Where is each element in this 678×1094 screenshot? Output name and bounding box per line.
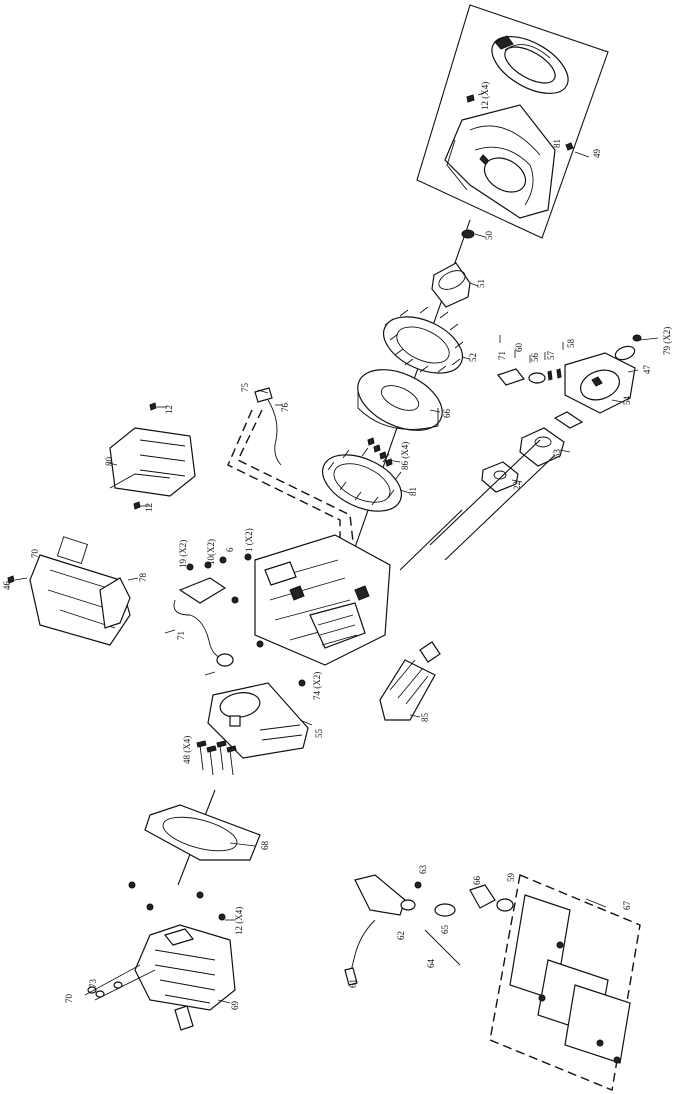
label-65: 65 <box>440 925 450 935</box>
label-66b: 66 <box>472 876 482 886</box>
label-85: 85 <box>420 713 430 723</box>
label-86: 86 (X4) <box>400 442 410 470</box>
label-80: 80 <box>104 457 114 467</box>
label-81b: 81 <box>408 487 418 496</box>
part-51-cup <box>431 262 471 308</box>
label-79: 79 (X2) <box>662 327 672 355</box>
label-53: 53 <box>552 449 562 459</box>
label-71b: 71 <box>176 631 186 640</box>
dashed-route-76 <box>237 409 356 561</box>
label-55: 55 <box>314 729 324 739</box>
part-68-gasket <box>144 804 261 861</box>
screws-12-lower <box>128 881 226 921</box>
part-86-flywheel <box>357 369 443 431</box>
label-57: 57 <box>546 351 556 361</box>
label-19: 19 (X2) <box>178 540 188 568</box>
label-56: 56 <box>530 353 540 363</box>
blower-housing <box>444 104 556 219</box>
group-box-shroud <box>416 4 609 239</box>
label-70b: 70 <box>64 994 74 1004</box>
label-68: 68 <box>260 841 270 851</box>
label-59: 59 <box>506 873 516 883</box>
label-78: 78 <box>138 573 148 583</box>
engine-block <box>254 534 391 666</box>
intake-axis-3 <box>399 509 463 571</box>
label-54: 54 <box>622 396 632 406</box>
part-52-fan <box>383 306 464 374</box>
label-12-upper: 12 <box>164 405 174 414</box>
part-81-ring <box>322 447 402 512</box>
label-22: 22 <box>512 481 522 490</box>
label-75: 75 <box>240 383 250 393</box>
label-47: 47 <box>642 365 652 375</box>
label-60: 60 <box>514 343 524 353</box>
part-53-gasket <box>519 411 584 467</box>
part-75-cable <box>254 387 282 466</box>
recoil-starter <box>491 35 569 94</box>
label-12-x4-lower: 12 (X4) <box>234 907 244 935</box>
label-67: 67 <box>622 901 632 911</box>
screw-12-top <box>466 94 475 103</box>
label-12-x4-top: 12 (X4) <box>480 82 490 110</box>
leader-lines <box>14 91 659 1004</box>
part-80-cover <box>109 427 196 497</box>
label-58: 58 <box>566 339 576 349</box>
part-6-fuel-line <box>173 577 234 667</box>
screw-46 <box>7 575 15 584</box>
screw-81 <box>565 142 574 151</box>
label-73: 73 <box>88 979 98 989</box>
screws-86 <box>367 437 393 467</box>
label-52: 52 <box>468 353 478 362</box>
small-bolts-center <box>186 553 264 648</box>
label-46: 46 <box>2 581 12 591</box>
label-63: 63 <box>418 865 428 875</box>
carb-small-parts <box>496 334 642 386</box>
label-10: 10(X2) <box>206 539 216 565</box>
label-64: 64 <box>426 959 436 969</box>
label-69: 69 <box>230 1001 240 1011</box>
label-76: 76 <box>280 403 290 413</box>
label-81: 81 <box>552 139 562 148</box>
label-51: 51 <box>476 279 486 288</box>
label-66: 66 <box>442 409 452 419</box>
screw-74 <box>298 679 306 687</box>
part-50-nut <box>461 229 475 239</box>
label-50: 50 <box>484 231 494 241</box>
part-67-control-panel <box>509 894 631 1064</box>
part-69-muffler <box>134 924 236 1031</box>
label-70: 70 <box>30 549 40 559</box>
label-6: 6 <box>225 547 235 552</box>
part-85-air-filter <box>379 641 441 721</box>
intake-axis-2 <box>444 454 556 561</box>
label-74: 74 (X2) <box>312 672 322 700</box>
part-54-carburetor <box>564 345 636 414</box>
intake-axis-1 <box>429 439 541 546</box>
screws-48 <box>196 740 237 776</box>
small-parts-62-64 <box>400 881 514 966</box>
part-55-head <box>207 682 309 759</box>
screw-12-upper <box>149 402 157 411</box>
part-61-throttle-lever <box>344 874 406 986</box>
label-12-lower: 12 <box>144 503 154 512</box>
label-48: 48 (X4) <box>182 736 192 764</box>
label-71: 71 <box>497 351 507 360</box>
screw-12-lower <box>133 501 141 510</box>
part-78-shroud <box>29 536 131 646</box>
group-box-control <box>489 874 641 1091</box>
muffler-washers <box>84 964 156 1001</box>
label-62: 62 <box>396 931 406 940</box>
label-49: 49 <box>592 149 602 159</box>
label-1: 1 (X2) <box>244 528 254 552</box>
label-61: 61 <box>348 979 358 988</box>
part-labels: 49 81 12 (X4) 50 51 52 79 (X2) 47 71 60 … <box>2 82 672 1010</box>
